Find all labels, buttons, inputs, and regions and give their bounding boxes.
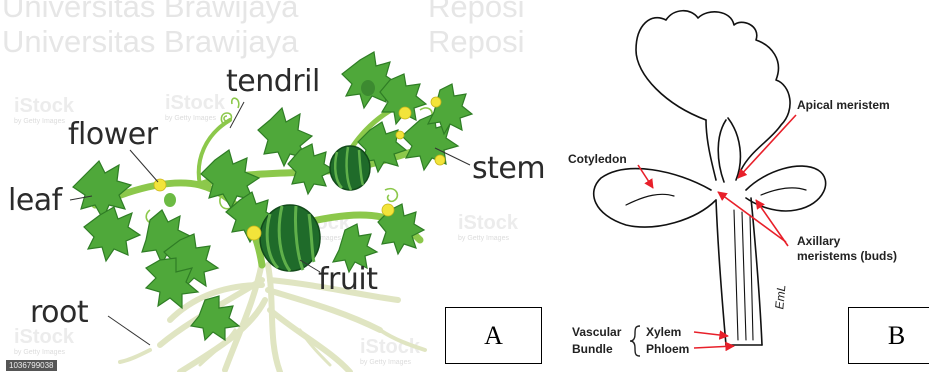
label-xylem: Xylem	[646, 325, 681, 339]
panel-b-box-label: B	[848, 307, 929, 364]
label-vascular-line2: Bundle	[572, 342, 613, 356]
label-root: root	[30, 295, 88, 330]
panel-b-seedling-diagram: Apical meristem Cotyledon Axillary meris…	[556, 0, 929, 372]
label-tendril: tendril	[226, 64, 320, 99]
label-stem: stem	[472, 151, 545, 186]
label-vascular-line1: Vascular	[572, 325, 621, 339]
label-axillary-line1: Axillary	[797, 234, 840, 248]
label-fruit: fruit	[318, 262, 378, 297]
label-cotyledon: Cotyledon	[568, 152, 627, 166]
label-phloem: Phloem	[646, 342, 689, 356]
stock-image-id: 1036799038	[6, 360, 57, 371]
label-leaf: leaf	[8, 183, 62, 218]
label-flower: flower	[68, 117, 158, 152]
seedling-outline	[594, 11, 826, 345]
panel-a-box-label: A	[445, 307, 542, 364]
artist-signature: EmL	[772, 284, 788, 310]
label-apical-meristem: Apical meristem	[797, 98, 890, 112]
panel-a-watermelon-diagram: Universitas Brawijaya Reposi Universitas…	[0, 0, 548, 372]
vascular-brace	[630, 326, 640, 356]
label-axillary-line2: meristems (buds)	[797, 249, 897, 263]
